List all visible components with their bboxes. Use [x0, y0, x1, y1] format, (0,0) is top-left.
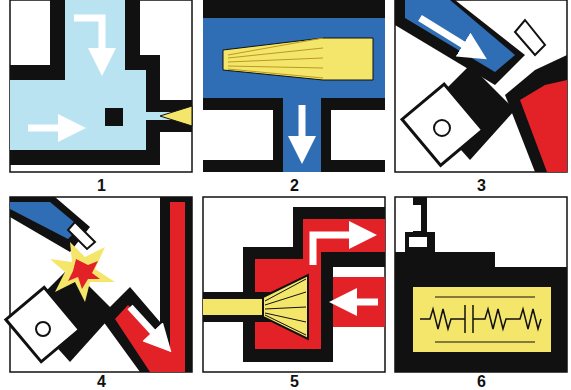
panel-exhaust-turbine	[203, 197, 385, 372]
panel-intake-stroke	[395, 0, 567, 172]
panel-number: 6	[477, 374, 486, 390]
panel-ignition-circuit	[395, 197, 567, 372]
panel-power	[6, 197, 192, 372]
panel-number: 3	[477, 178, 486, 194]
panel-number: 4	[97, 374, 106, 390]
panel-number: 5	[290, 374, 299, 390]
panel-number: 1	[97, 178, 106, 194]
panel-intake	[10, 0, 192, 172]
panel-compression	[203, 0, 385, 172]
panel-number: 2	[290, 178, 299, 194]
